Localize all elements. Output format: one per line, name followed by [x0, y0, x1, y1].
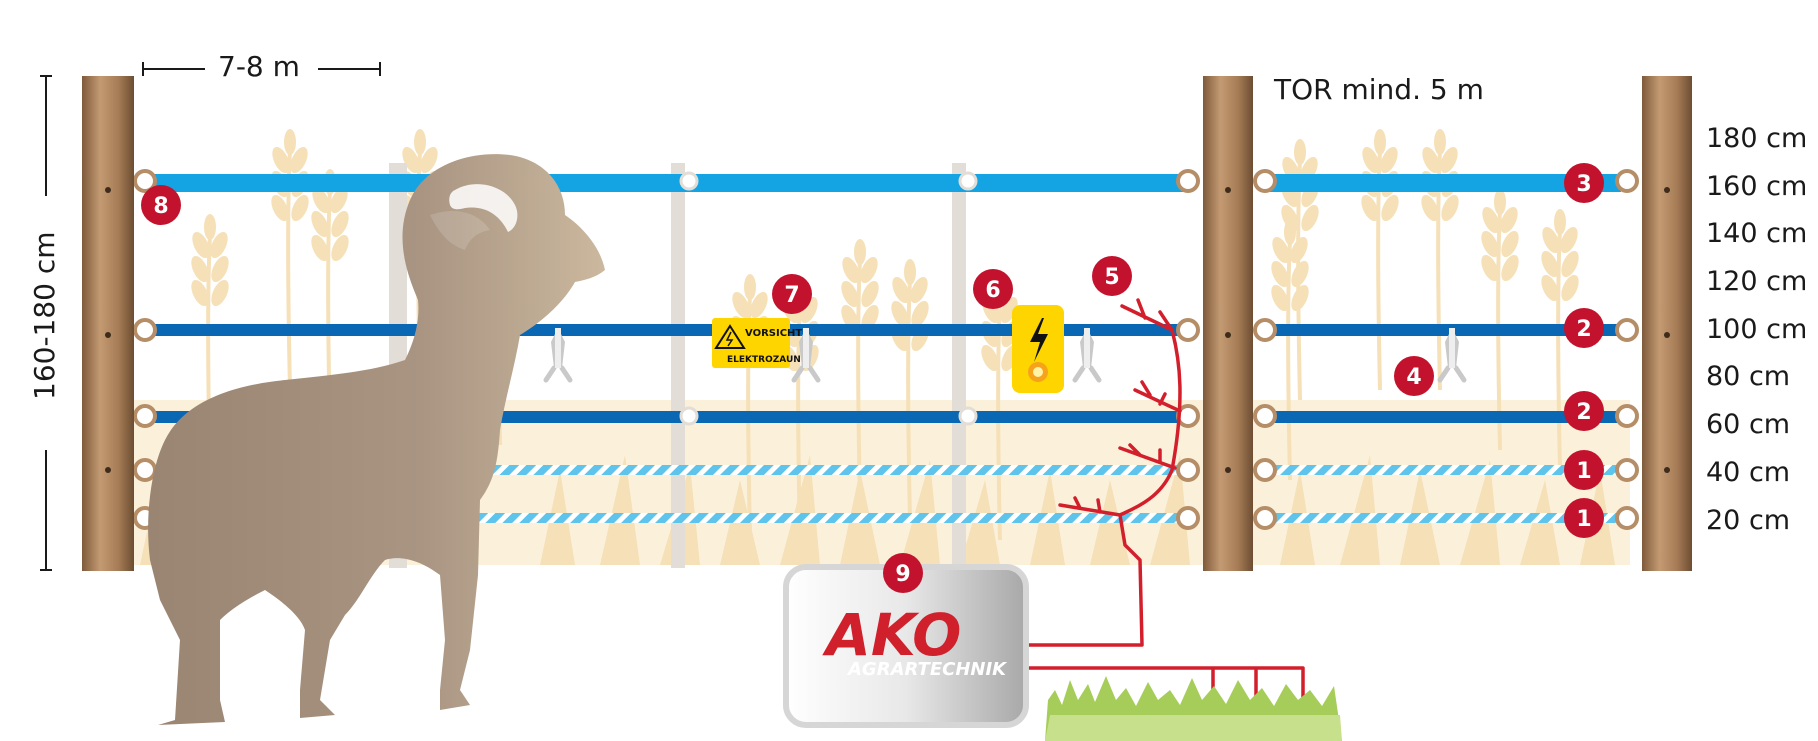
post-left [82, 76, 134, 571]
post-middle [1203, 76, 1253, 571]
svg-text:8: 8 [153, 194, 168, 219]
svg-text:2: 2 [1576, 317, 1591, 342]
fence-height-label: 160-180 cm [28, 231, 61, 400]
svg-text:3: 3 [1576, 172, 1591, 197]
warning-sign-line1: VORSICHT [745, 328, 802, 339]
svg-text:2: 2 [1576, 400, 1591, 425]
gate-rope-40cm [1265, 465, 1621, 475]
numbered-markers: 1 1 2 2 3 4 5 6 7 8 9 [141, 163, 1604, 593]
energizer-subtitle: AGRARTECHNIK [846, 659, 1008, 680]
fence-strands-gate [1265, 174, 1621, 523]
svg-text:6: 6 [985, 278, 1000, 303]
sheep-silhouette [148, 154, 605, 725]
grass [1045, 676, 1342, 741]
marker-2-lower: 2 [1564, 391, 1604, 431]
fence-lamp [1012, 305, 1064, 393]
gate-rope-20cm [1265, 513, 1621, 523]
marker-2-upper: 2 [1564, 308, 1604, 348]
marker-3: 3 [1564, 163, 1604, 203]
height-label-160: 160 cm [1706, 171, 1807, 202]
svg-text:9: 9 [895, 562, 910, 587]
height-label-120: 120 cm [1706, 266, 1807, 297]
post-right [1642, 76, 1692, 571]
height-label-140: 140 cm [1706, 218, 1807, 249]
svg-text:1: 1 [1576, 507, 1591, 532]
marker-6: 6 [973, 269, 1013, 309]
gate-tape-160cm [1265, 174, 1621, 192]
height-label-40: 40 cm [1706, 457, 1790, 488]
svg-text:5: 5 [1104, 265, 1119, 290]
marker-8: 8 [141, 185, 181, 225]
warning-sign-line2: ELEKTROZAUN [727, 355, 801, 365]
tape-100cm [148, 324, 1185, 336]
insulator-rings [133, 169, 1639, 530]
marker-7: 7 [772, 274, 812, 314]
marker-1-upper: 1 [1564, 450, 1604, 490]
wooden-posts [82, 76, 1692, 571]
marker-4: 4 [1394, 356, 1434, 396]
dimension-lines [40, 62, 381, 571]
height-label-100: 100 cm [1706, 314, 1807, 345]
marker-9: 9 [883, 553, 923, 593]
energizer: AKO AGRARTECHNIK [783, 564, 1029, 728]
svg-text:7: 7 [784, 283, 799, 308]
section-width-label: 7-8 m [218, 50, 300, 83]
height-label-80: 80 cm [1706, 361, 1790, 392]
gate-width-label: TOR mind. 5 m [1273, 73, 1484, 106]
svg-text:1: 1 [1576, 459, 1591, 484]
svg-text:4: 4 [1406, 365, 1421, 390]
energizer-brand: AKO [822, 601, 961, 669]
marker-1-lower: 1 [1564, 498, 1604, 538]
warning-sign: VORSICHT ELEKTROZAUN [712, 318, 802, 368]
gate-tape-60cm [1265, 411, 1621, 423]
rope-40cm [148, 465, 1185, 475]
height-scale: 180 cm 160 cm 140 cm 120 cm 100 cm 80 cm… [1706, 123, 1807, 536]
marker-5: 5 [1092, 256, 1132, 296]
gate-tape-100cm [1265, 324, 1621, 336]
height-label-60: 60 cm [1706, 409, 1790, 440]
height-label-180: 180 cm [1706, 123, 1807, 154]
tape-160cm [148, 174, 1185, 192]
height-label-20: 20 cm [1706, 505, 1790, 536]
rope-20cm [148, 513, 1185, 523]
